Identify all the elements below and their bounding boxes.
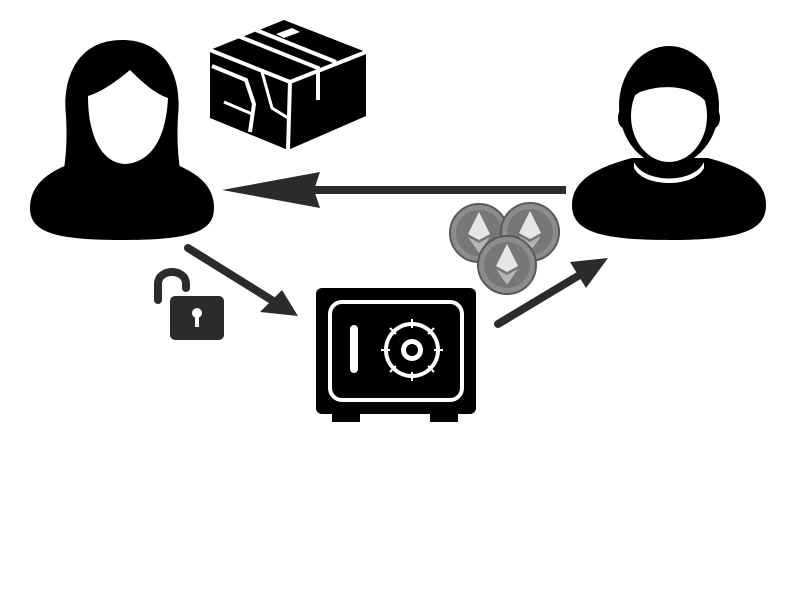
coin	[477, 235, 537, 295]
arrow-buyer-to-seller	[222, 172, 566, 208]
unlocked-padlock-icon	[154, 268, 224, 340]
arrow-seller-to-safe	[184, 244, 298, 316]
arrow-safe-to-buyer	[494, 258, 608, 328]
male-user-icon	[572, 46, 766, 240]
female-user-icon	[30, 40, 214, 240]
ethereum-coins-icon	[449, 202, 560, 295]
safe-icon	[316, 288, 476, 422]
package-box-icon	[209, 20, 367, 151]
